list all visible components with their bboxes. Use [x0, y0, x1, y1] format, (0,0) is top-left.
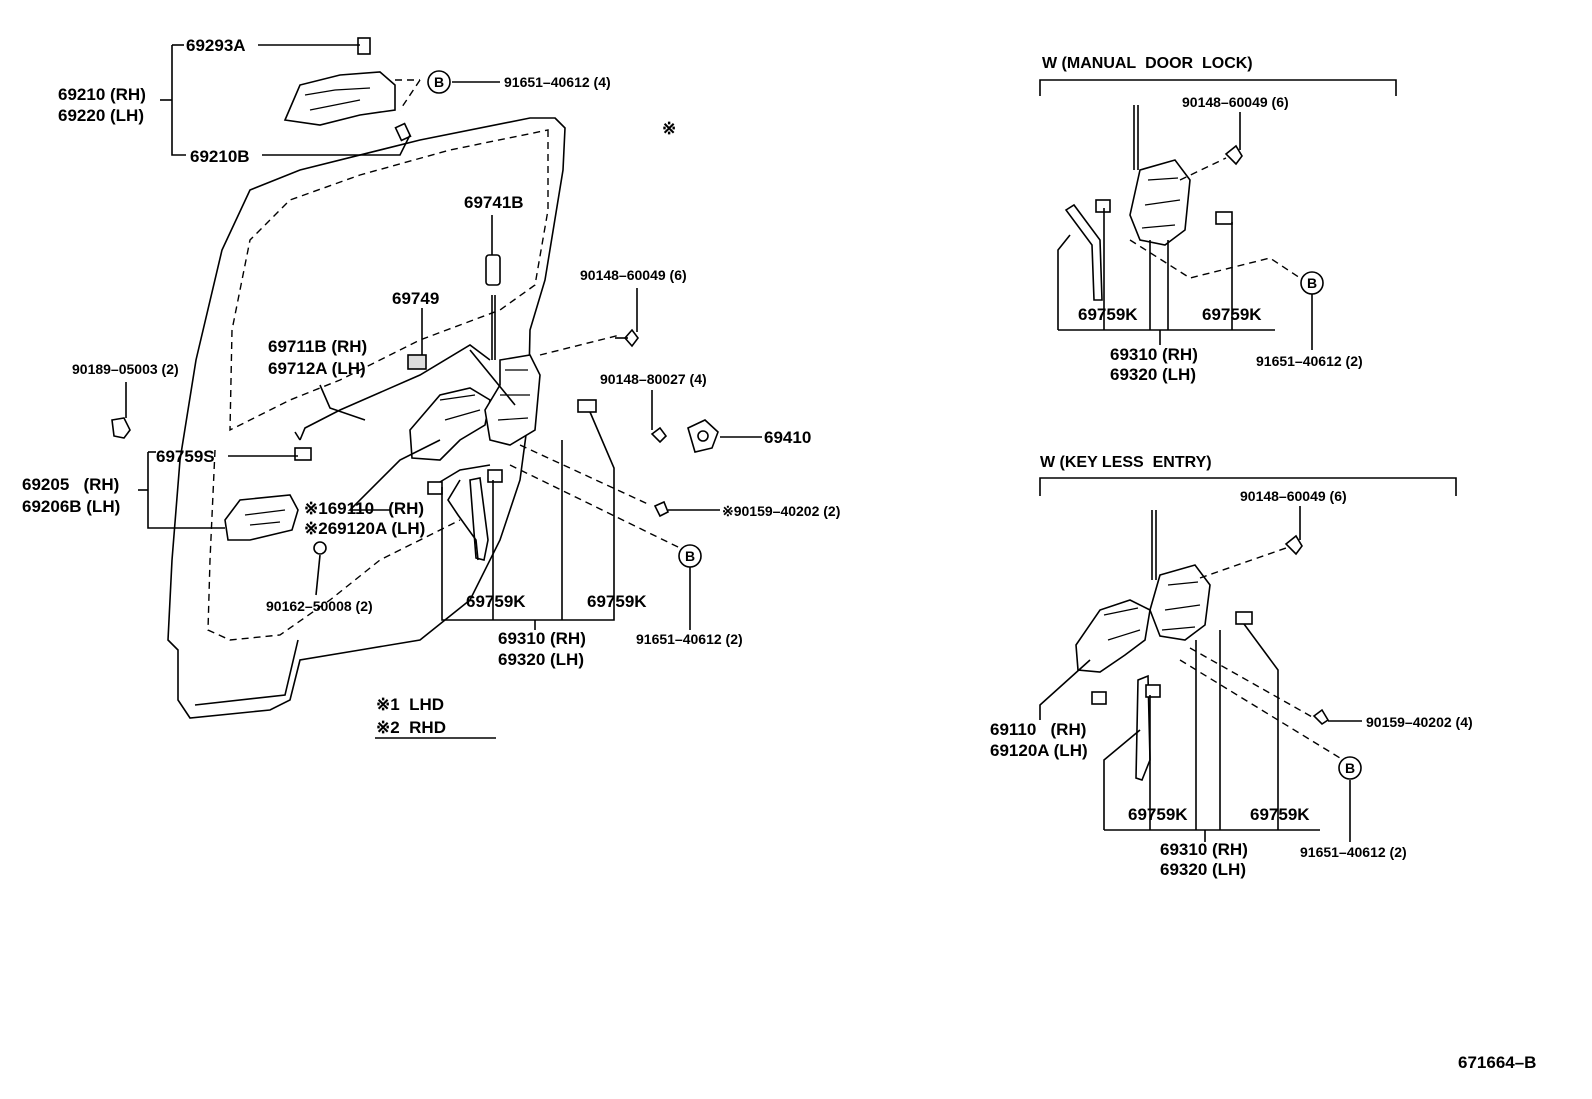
label-69741B: 69741B	[464, 193, 524, 212]
manual-callout-b	[1300, 271, 1324, 295]
manual-label-69759K-left: 69759K	[1078, 305, 1138, 324]
label-69293A: 69293A	[186, 36, 246, 55]
rod-69759K	[469, 477, 489, 561]
label-69759K-right: 69759K	[587, 592, 647, 611]
figure-code: 671664–B	[1458, 1053, 1536, 1072]
screw-90189	[111, 417, 131, 439]
manual-label-90148: 90148–60049 (6)	[1182, 94, 1289, 110]
keyless-label-90159: 90159–40202 (4)	[1366, 714, 1473, 730]
keyless-label-69110: 69110 (RH)	[990, 720, 1086, 739]
manual-label-69759K-right: 69759K	[1202, 305, 1262, 324]
part-69741B	[485, 254, 501, 286]
label-90148-60049: 90148–60049 (6)	[580, 267, 687, 283]
label-69759K-left: 69759K	[466, 592, 526, 611]
label-69310: 69310 (RH)	[498, 629, 586, 648]
manual-label-91651: 91651–40612 (2)	[1256, 353, 1363, 369]
keyless-label-69759K-left: 69759K	[1128, 805, 1188, 824]
label-90148-80027: 90148–80027 (4)	[600, 371, 707, 387]
label-69711B: 69711B (RH)	[268, 337, 367, 356]
label-69759S: 69759S	[156, 447, 215, 466]
keyless-label-69320: 69320 (LH)	[1160, 860, 1246, 879]
clip-69759S	[294, 447, 312, 461]
label-69320: 69320 (LH)	[498, 650, 584, 669]
keyless-label-91651: 91651–40612 (2)	[1300, 844, 1407, 860]
label-69206B: 69206B (LH)	[22, 497, 120, 516]
label-91651-40612-4: 91651–40612 (4)	[504, 74, 611, 90]
label-69712A: 69712A (LH)	[268, 359, 366, 378]
keyless-label-69310: 69310 (RH)	[1160, 840, 1248, 859]
asterisk-mark: ※	[662, 119, 676, 138]
manual-title: W (MANUAL DOOR LOCK)	[1042, 55, 1253, 72]
label-169110: ※169110 (RH)	[304, 499, 424, 518]
rod-69711B	[299, 344, 491, 441]
callout-b-top-letter: B	[434, 74, 444, 90]
label-69205: 69205 (RH)	[22, 475, 119, 494]
label-69749: 69749	[392, 289, 439, 308]
callout-b-main	[678, 544, 702, 568]
manual-callout-b-letter: B	[1307, 275, 1317, 291]
window-frame	[229, 129, 549, 432]
clip-69759K	[577, 399, 597, 413]
label-91651-40612-2: 91651–40612 (2)	[636, 631, 743, 647]
outside-handle-part	[283, 37, 412, 142]
label-90159-40202: ※90159–40202 (2)	[722, 503, 840, 519]
label-69220: 69220 (LH)	[58, 106, 144, 125]
inside-handle	[224, 494, 299, 541]
callout-b-main-letter: B	[685, 548, 695, 564]
label-69210: 69210 (RH)	[58, 85, 146, 104]
manual-label-69310: 69310 (RH)	[1110, 345, 1198, 364]
note-lhd: ※1 LHD	[376, 695, 444, 714]
inner-panel-line	[207, 449, 461, 641]
note-rhd: ※2 RHD	[376, 718, 446, 737]
label-90162-50008: 90162–50008 (2)	[266, 598, 373, 614]
keyless-callout-b-letter: B	[1345, 760, 1355, 776]
label-269120A: ※269120A (LH)	[304, 519, 425, 538]
manual-door-lock-section: W (MANUAL DOOR LOCK) 90148–60049 (6) 697…	[1039, 55, 1397, 384]
label-69410: 69410	[764, 428, 811, 447]
keyless-label-90148: 90148–60049 (6)	[1240, 488, 1347, 504]
keyless-title: W (KEY LESS ENTRY)	[1040, 454, 1212, 471]
callout-b-top	[427, 70, 451, 94]
manual-label-69320: 69320 (LH)	[1110, 365, 1196, 384]
keyless-entry-section: W (KEY LESS ENTRY) 90148–60049 (6) 69110…	[990, 454, 1473, 879]
label-69210B: 69210B	[190, 147, 250, 166]
label-90189-05003: 90189–05003 (2)	[72, 361, 179, 377]
keyless-label-69120A: 69120A (LH)	[990, 741, 1088, 760]
keyless-label-69759K-right: 69759K	[1250, 805, 1310, 824]
keyless-callout-b	[1338, 756, 1362, 780]
clip-69749	[407, 354, 427, 370]
bottom-line	[194, 639, 299, 706]
